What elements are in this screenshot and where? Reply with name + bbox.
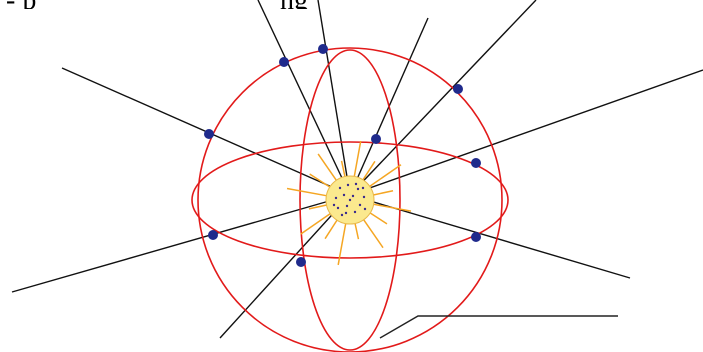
source-dot: [337, 207, 339, 209]
intersection-point: [204, 129, 214, 139]
source-ray: [368, 165, 401, 188]
intersection-point: [371, 134, 381, 144]
source-dot: [346, 205, 348, 207]
intersection-point: [208, 230, 218, 240]
source-ray: [318, 154, 337, 182]
source-ray: [372, 191, 394, 196]
source-dot: [364, 208, 366, 210]
source-dot: [341, 214, 343, 216]
source-dot: [354, 211, 356, 213]
field-line: [350, 0, 536, 195]
intersection-point: [453, 84, 463, 94]
source-dot: [359, 204, 361, 206]
source-dot: [362, 187, 364, 189]
source-dot: [357, 188, 359, 190]
intersection-point: [471, 232, 481, 242]
pointer-line: [380, 316, 618, 338]
charged-source: [287, 141, 411, 265]
source-ray: [301, 213, 332, 235]
intersection-point: [279, 57, 289, 67]
source-dot: [347, 184, 349, 186]
source-dot: [333, 204, 335, 206]
source-ray: [325, 218, 338, 238]
source-ray: [287, 189, 328, 197]
intersection-point: [471, 158, 481, 168]
source-dot: [363, 196, 365, 198]
field-lines: [12, 0, 703, 338]
source-dot: [355, 183, 357, 185]
source-dot: [339, 187, 341, 189]
field-line: [220, 195, 350, 338]
source-dot: [349, 199, 351, 201]
source-ray: [363, 218, 383, 248]
source-dot: [352, 195, 354, 197]
source-ray: [355, 222, 359, 240]
source-dot: [345, 212, 347, 214]
source-ray: [372, 204, 411, 211]
source-ray: [310, 174, 332, 188]
field-line: [318, 0, 350, 195]
intersection-point: [318, 44, 328, 54]
intersection-point: [296, 257, 306, 267]
source-dot: [335, 197, 337, 199]
source-dot: [343, 194, 345, 196]
field-line: [258, 0, 350, 195]
field-line: [350, 70, 703, 195]
source-ray: [368, 212, 386, 224]
